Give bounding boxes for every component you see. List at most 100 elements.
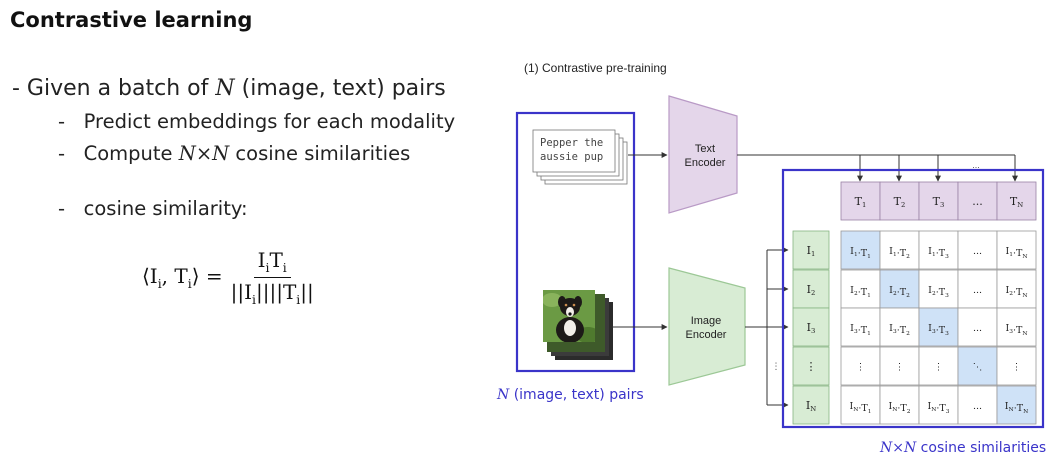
matrix-cell-label: ⋮ [856,362,866,373]
matrix-cell-label: IN·TN [1005,401,1028,415]
matrix-cell-label: ... [973,323,982,334]
matrix-cell-label: I2·T1 [850,285,871,299]
image-sample-stack [543,290,613,360]
image-encoder-label1: Image [691,315,722,327]
image-embedding-label: I2 [807,283,816,297]
bullet-sim-variable: N×N [178,142,230,165]
matrix-cell-label: ... [973,285,982,296]
matrix-cell [879,307,920,347]
pairs-label: N (image, text) pairs [496,387,644,403]
dog-photo-icon [543,290,595,342]
text-embedding-label: TN [1010,195,1023,209]
bullet-sim-text: - Compute [58,142,179,165]
matrix-cell-label: IN·T1 [849,401,871,415]
matrix-cell-diagonal [996,385,1037,425]
matrix-cell-label: IN·T3 [927,401,949,415]
text-embedding-label: ... [972,195,983,208]
matrix-cell-label: I2·T2 [889,285,910,299]
image-embedding-label: IN [806,399,816,413]
slide-title: Contrastive learning [10,8,253,32]
pairs-frame [515,111,636,373]
den-i: ||I [230,280,253,304]
matrix-cell-label: ... [973,246,982,257]
similarity-label-rest: cosine similarities [916,440,1046,456]
den-i-sub: i [252,292,256,307]
matrix-cell [879,230,920,270]
num-i-sub: i [265,260,270,275]
image-embedding-label: I1 [807,244,816,258]
matrix-cell-label: I1·T2 [889,246,910,260]
top-ellipsis: ... [972,160,980,170]
image-encoder-label2: Encoder [686,329,727,341]
text-encoder-label1: Text [695,143,715,155]
matrix-cell-label: I1·TN [1005,246,1027,260]
bullet-batch-variable: N [215,76,235,101]
matrix-cell-label: I3·T2 [889,323,910,337]
den-t: ||||T [255,280,297,304]
image-encoder-trapezoid [668,267,746,386]
formula-fraction: IiTi ||Ii||||Ti|| [231,248,314,307]
diagram-caption: (1) Contrastive pre-training [524,61,667,75]
matrix-cell-label: ⋮ [934,362,944,373]
matrix-cell [996,346,1037,386]
matrix-cell [840,346,881,386]
num-t-sub: i [282,260,287,275]
matrix-cell-label: I3·T3 [928,323,949,337]
bullet-similarities: - Compute N×N cosine similarities [58,142,410,165]
text-embedding-cell [879,181,920,221]
matrix-cell [957,385,998,425]
bullet-batch-text-end: (image, text) pairs [234,76,446,101]
matrix-cell [957,307,998,347]
text-embedding-arrows: ... [737,154,1018,182]
image-embedding-label: I3 [807,321,816,335]
matrix-cell [840,269,881,309]
text-sample-line2: aussie pup [540,151,603,163]
text-embedding-cell [996,181,1037,221]
matrix-cell-label: ... [973,401,982,412]
bullet-batch: - Given a batch of N (image, text) pairs [12,76,446,101]
text-embedding-label: T3 [933,195,945,209]
num-t: T [269,248,283,272]
matrix-cell-label: ⋮ [1012,362,1022,373]
matrix-cell [840,385,881,425]
pairs-label-rest: (image, text) pairs [509,387,643,403]
image-embedding-cell [792,307,830,347]
formula-lhs-sub2: i [187,276,192,291]
matrix-cell-label: I3·T1 [850,323,871,337]
pairs-label-var: N [496,387,510,403]
bullet-cosine: - cosine similarity: [58,197,248,220]
image-embedding-arrows: ⋮ [745,247,789,408]
matrix-cell [957,269,998,309]
text-encoder-label2: Encoder [685,157,726,169]
formula-lhs-close: ⟩ = [191,264,223,288]
matrix-cell-diagonal [840,230,881,270]
matrix-cell-label: ⋮ [895,362,905,373]
text-embedding-cell [957,181,998,221]
formula-denominator: ||Ii||||Ti|| [231,278,314,307]
matrix-cell-diagonal [918,307,959,347]
formula-lhs-open: ⟨I [142,264,158,288]
matrix-cell [918,346,959,386]
similarity-label-var: N×N [879,440,917,456]
image-embedding-cell [792,385,830,425]
matrix-cell-diagonal [879,269,920,309]
similarity-frame [781,168,1045,429]
matrix-cell-label: I1·T1 [850,246,871,260]
den-end: || [300,280,314,304]
matrix-cell-label: I2·TN [1005,285,1027,299]
bullet-sim-text-end: cosine similarities [229,142,411,165]
matrix-cell-label: I1·T3 [928,246,949,260]
matrix-cell-label: I3·TN [1005,323,1027,337]
text-embedding-label: T2 [894,195,906,209]
text-sample-line1: Pepper the [540,137,603,149]
left-vertical-ellipsis: ⋮ [772,362,781,372]
formula-numerator: IiTi [253,248,291,278]
num-i: I [257,248,266,272]
matrix-cell [996,230,1037,270]
image-embedding-label: ⋮ [806,360,817,373]
cosine-formula: ⟨Ii, Ti⟩ = IiTi ||Ii||||Ti|| [142,248,314,307]
